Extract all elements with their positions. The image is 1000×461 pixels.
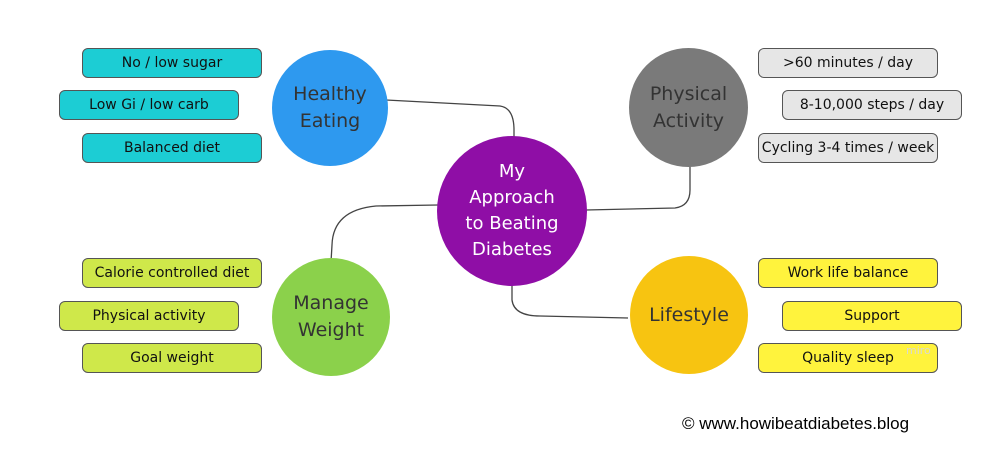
copyright-text: © www.howibeatdiabetes.blog <box>682 414 910 433</box>
healthy-eating-item[interactable]: Low Gi / low carb <box>59 90 239 120</box>
physical-activity-item[interactable]: >60 minutes / day <box>758 48 938 78</box>
physical-activity-item[interactable]: Cycling 3-4 times / week <box>758 133 938 163</box>
connector-physical-activity <box>585 160 691 211</box>
connector-healthy-eating <box>385 99 515 142</box>
physical-activity-item[interactable]: 8-10,000 steps / day <box>782 90 962 120</box>
lifestyle-item[interactable]: Support <box>782 301 962 331</box>
manage-weight-node[interactable]: Manage Weight <box>272 258 390 376</box>
connector-manage-weight <box>330 204 439 263</box>
miro-watermark: miro <box>906 344 931 357</box>
connector-lifestyle <box>511 282 629 319</box>
manage-weight-item[interactable]: Goal weight <box>82 343 262 373</box>
manage-weight-item[interactable]: Physical activity <box>59 301 239 331</box>
center-node[interactable]: My Approach to Beating Diabetes <box>437 136 587 286</box>
lifestyle-node[interactable]: Lifestyle <box>630 256 748 374</box>
healthy-eating-item[interactable]: No / low sugar <box>82 48 262 78</box>
physical-activity-node[interactable]: Physical Activity <box>629 48 748 167</box>
healthy-eating-item[interactable]: Balanced diet <box>82 133 262 163</box>
lifestyle-item[interactable]: Quality sleep <box>758 343 938 373</box>
manage-weight-item[interactable]: Calorie controlled diet <box>82 258 262 288</box>
lifestyle-item[interactable]: Work life balance <box>758 258 938 288</box>
healthy-eating-node[interactable]: Healthy Eating <box>272 50 388 166</box>
